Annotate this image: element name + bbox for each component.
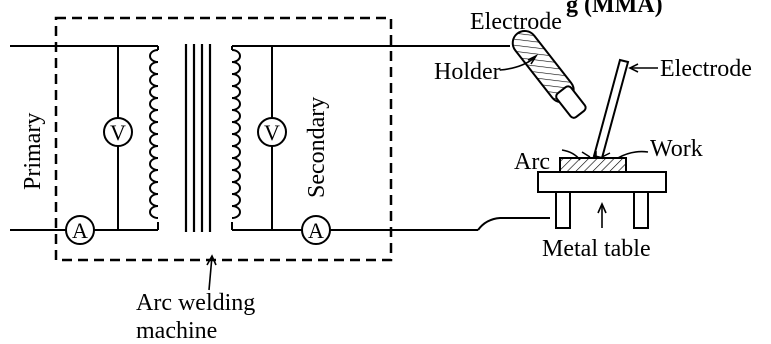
electrode-rod: [592, 58, 630, 160]
primary-coil: [149, 49, 159, 219]
secondary-label: Secondary: [304, 97, 330, 198]
electrode-top-label: Electrode: [470, 9, 562, 35]
machine-label-line1: Arc welding: [136, 290, 255, 316]
secondary-voltmeter: V: [257, 117, 287, 147]
work-piece: [559, 157, 627, 173]
primary-ammeter-label: A: [72, 218, 88, 243]
secondary-ammeter: A: [301, 215, 331, 245]
primary-ammeter: A: [65, 215, 95, 245]
holder-label: Holder: [434, 59, 501, 85]
label-pointers: [206, 54, 658, 291]
secondary-coil: [231, 49, 241, 219]
primary-label: Primary: [20, 113, 46, 190]
metal-table-label: Metal table: [542, 236, 651, 262]
transformer-core: [184, 44, 212, 232]
secondary-voltmeter-label: V: [264, 120, 280, 145]
machine-enclosure: [54, 16, 393, 262]
work-label: Work: [650, 136, 703, 162]
header-fragment: g (MMA): [566, 0, 663, 18]
arc-label: Arc: [514, 149, 550, 175]
primary-voltmeter-label: V: [110, 120, 126, 145]
secondary-circuit: [231, 45, 550, 231]
metal-table: [537, 171, 667, 229]
secondary-ammeter-label: A: [308, 218, 324, 243]
primary-circuit: [10, 45, 159, 231]
primary-voltmeter: V: [103, 117, 133, 147]
electrode-side-label: Electrode: [660, 56, 752, 82]
electrode-holder: [511, 29, 587, 119]
arc-sparks: [581, 151, 611, 158]
machine-label-line2: machine: [136, 318, 217, 344]
